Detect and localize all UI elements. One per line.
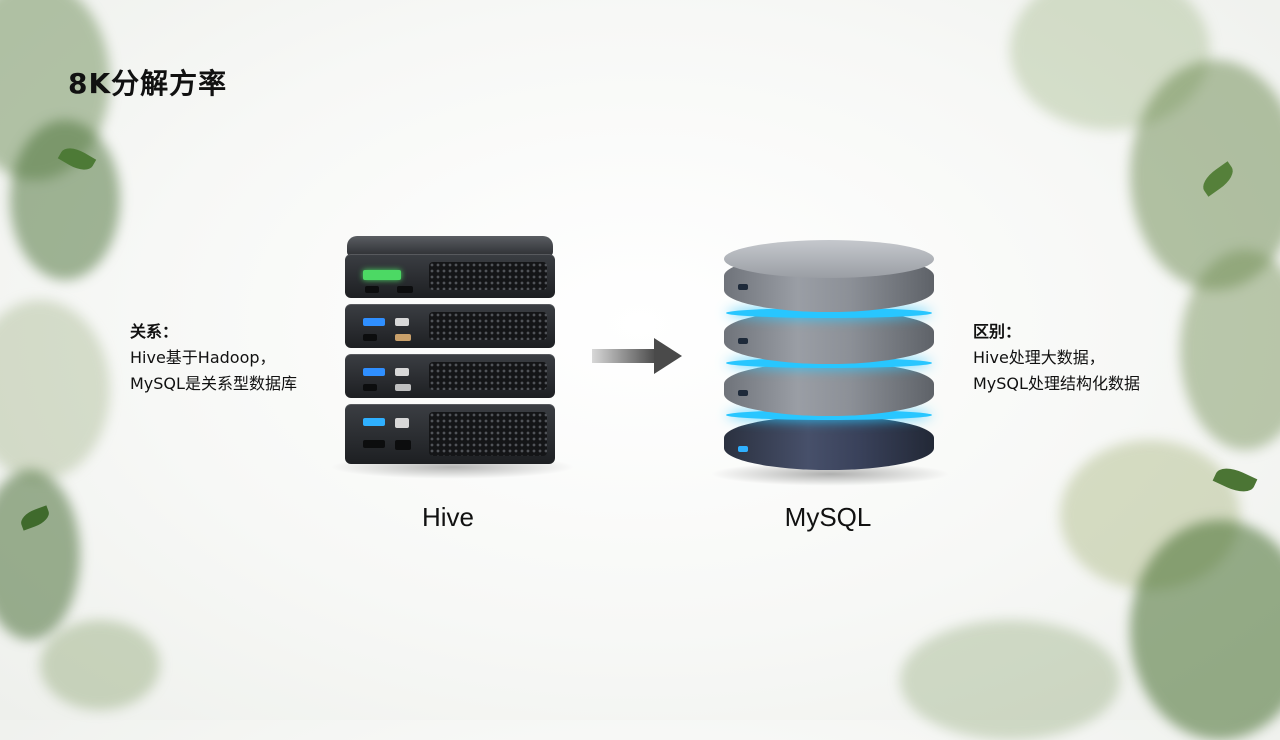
port	[365, 286, 379, 293]
status-led	[395, 334, 411, 341]
database-led	[738, 446, 748, 452]
difference-line-1: Hive处理大数据，	[973, 348, 1105, 367]
database-disk-3	[724, 362, 934, 416]
relation-line-2: MySQL是关系型数据库	[130, 374, 297, 393]
database-disk-2	[724, 310, 934, 364]
vent-grille	[429, 262, 547, 290]
database-led	[738, 284, 748, 290]
port	[363, 440, 385, 448]
vent-grille	[429, 312, 547, 340]
difference-line-2: MySQL处理结构化数据	[973, 374, 1140, 393]
port	[395, 440, 411, 450]
rack-top	[347, 236, 553, 256]
relation-line-1: Hive基于Hadoop，	[130, 348, 276, 367]
status-led	[395, 368, 409, 376]
database-cap	[724, 240, 934, 278]
rack-unit-1	[345, 254, 555, 298]
server-rack-icon	[345, 236, 555, 468]
page-title: 8K分解方率	[68, 67, 228, 100]
relation-note: 关系： Hive基于Hadoop， MySQL是关系型数据库	[130, 319, 297, 397]
database-led	[738, 390, 748, 396]
difference-note: 区别： Hive处理大数据， MySQL处理结构化数据	[973, 319, 1140, 397]
hive-caption: Hive	[421, 502, 474, 532]
vent-grille	[429, 362, 547, 390]
mysql-caption: MySQL	[784, 502, 872, 532]
rack-unit-3	[345, 354, 555, 398]
arrow-right-icon	[592, 338, 682, 374]
difference-heading: 区别：	[973, 322, 1022, 341]
relation-heading: 关系：	[130, 322, 179, 341]
rack-unit-4	[345, 404, 555, 464]
status-led	[363, 270, 401, 280]
port	[363, 334, 377, 341]
database-glow-ring	[726, 308, 932, 318]
status-led	[363, 368, 385, 376]
database-icon	[724, 240, 934, 480]
port	[397, 286, 413, 293]
status-led	[395, 418, 409, 428]
database-disk-4	[724, 416, 934, 470]
status-led	[395, 318, 409, 326]
database-led	[738, 338, 748, 344]
vent-grille	[429, 412, 547, 456]
status-led	[395, 384, 411, 391]
status-led	[363, 418, 385, 426]
port	[363, 384, 377, 391]
rack-unit-2	[345, 304, 555, 348]
status-led	[363, 318, 385, 326]
